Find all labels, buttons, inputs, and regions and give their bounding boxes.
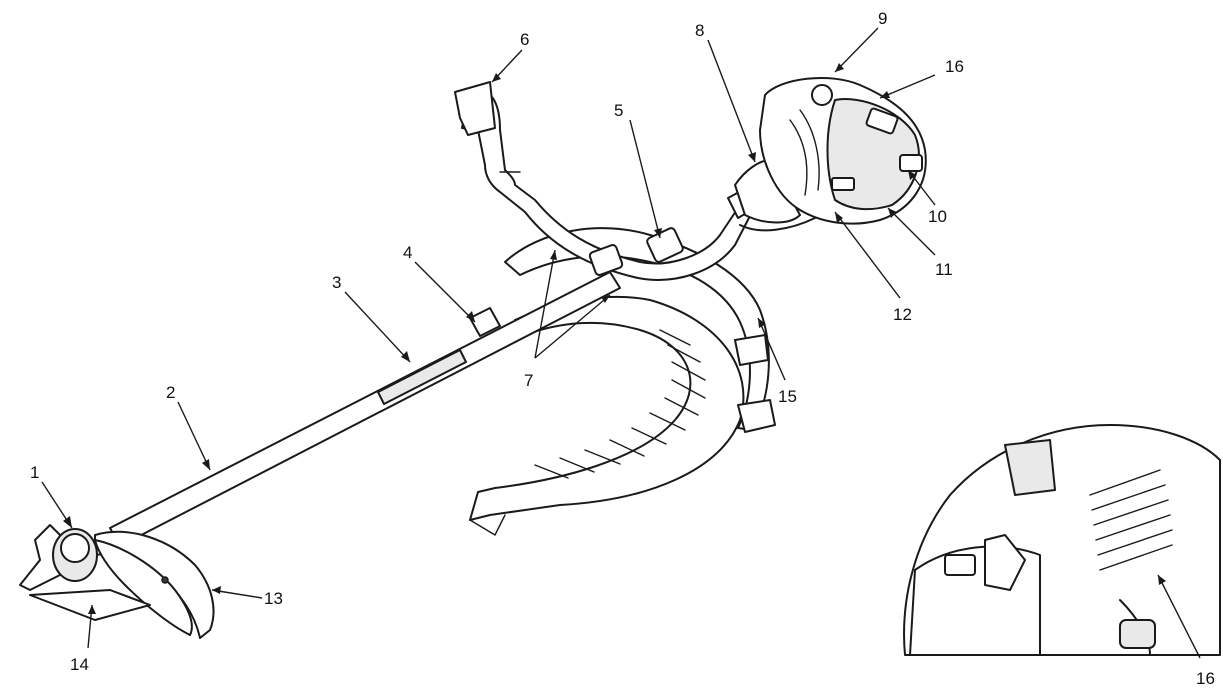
- handlebar: [454, 81, 761, 281]
- label-6: 6: [520, 30, 529, 49]
- cutting-head: [19, 524, 215, 639]
- label-11: 11: [935, 260, 953, 279]
- label-13: 13: [264, 589, 283, 608]
- label-12: 12: [893, 305, 912, 324]
- inset-cooling-fins: [1089, 469, 1173, 571]
- inset-engine-detail: [903, 424, 1221, 656]
- label-4: 4: [403, 243, 412, 262]
- label-16-inset: 16: [1196, 669, 1215, 688]
- label-16: 16: [945, 57, 964, 76]
- engine-unit: [734, 76, 927, 232]
- label-7: 7: [524, 371, 533, 390]
- label-8: 8: [695, 21, 704, 40]
- label-1: 1: [30, 463, 39, 482]
- label-2: 2: [166, 383, 175, 402]
- leader-lines: [41, 27, 1201, 659]
- harness-vent-lines: [534, 329, 706, 479]
- part-labels: 1 2 3 4 5 6 7 8 9 16 10 11 12 13 14 15 1…: [30, 9, 1215, 688]
- harness-strap: [469, 227, 776, 536]
- label-9: 9: [878, 9, 887, 28]
- label-10: 10: [928, 207, 947, 226]
- label-5: 5: [614, 101, 623, 120]
- label-14: 14: [70, 655, 89, 674]
- label-15: 15: [778, 387, 797, 406]
- label-3: 3: [332, 273, 341, 292]
